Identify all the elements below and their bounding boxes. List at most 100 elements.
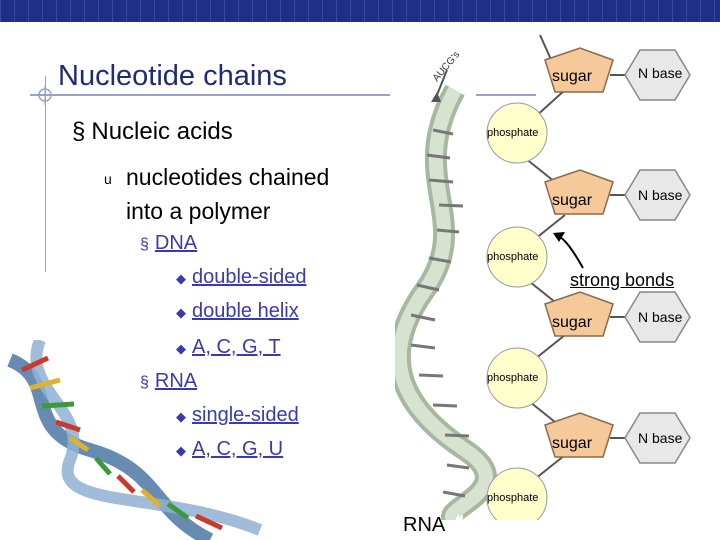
banner-grid-cell	[700, 0, 714, 22]
banner-grid-cell	[84, 0, 98, 22]
banner-grid-cell	[420, 0, 434, 22]
banner-grid-cell	[238, 0, 252, 22]
banner-grid-cell	[224, 0, 238, 22]
banner-grid-cell	[280, 0, 294, 22]
strand-tag-label: AUCG's	[431, 49, 462, 84]
bullet-text-line1: nucleotides chained	[126, 164, 330, 190]
rna-strand-diagram: AUCG's	[395, 34, 691, 520]
bullet-nucleic-acids: §Nucleic acids	[72, 118, 233, 146]
banner-grid-cell	[602, 0, 616, 22]
phosphate-label: phosphate	[487, 372, 539, 384]
nbase-label: N base	[638, 309, 683, 325]
left-guide-line	[45, 76, 46, 272]
banner-grid-cell	[588, 0, 602, 22]
diamond-bullet-icon: ◆	[176, 341, 186, 356]
rna-item-1: ◆ single-sided	[176, 404, 299, 427]
nbase-label: N base	[638, 430, 683, 446]
diamond-bullet-icon: ◆	[176, 305, 186, 320]
dna-item-3: ◆ A, C, G, T	[176, 336, 281, 359]
banner-grid-cell	[140, 0, 154, 22]
banner-grid-cell	[686, 0, 700, 22]
crosshair-icon	[35, 85, 55, 105]
banner-grid-cell	[196, 0, 210, 22]
banner-grid-cell	[462, 0, 476, 22]
banner-grid-cell	[28, 0, 42, 22]
dna-label: DNA	[154, 232, 198, 254]
banner-grid-cell	[308, 0, 322, 22]
bullet-nucleotides: u nucleotides chained into a polymer	[104, 160, 329, 228]
dna-item-text: A, C, G, T	[192, 336, 281, 358]
rna-label: RNA	[403, 514, 446, 536]
banner-grid-cell	[406, 0, 420, 22]
banner-grid-cell	[126, 0, 140, 22]
bullet-text-line2: into a polymer	[126, 198, 271, 224]
banner-grid-cell	[644, 0, 658, 22]
diamond-bullet-icon: ◆	[176, 271, 186, 286]
banner-grid-cell	[364, 0, 378, 22]
banner-grid-cell	[70, 0, 84, 22]
rna-bullet-label: RNA	[154, 370, 198, 392]
banner-grid-cell	[112, 0, 126, 22]
banner-grid-cell	[182, 0, 196, 22]
banner-grid-cell	[210, 0, 224, 22]
banner-grid-cell	[504, 0, 518, 22]
banner-grid-cell	[574, 0, 588, 22]
nbase-label: N base	[638, 65, 683, 81]
diamond-bullet-icon: ◆	[176, 409, 186, 424]
dna-item-text: double helix	[192, 300, 299, 322]
title-underline	[30, 94, 390, 96]
banner-grid-cell	[294, 0, 308, 22]
banner-grid-cell	[378, 0, 392, 22]
banner-grid-cell	[714, 0, 720, 22]
banner-grid-cell	[98, 0, 112, 22]
banner-grid-cell	[252, 0, 266, 22]
banner-grid-cell	[392, 0, 406, 22]
phosphate-label: phosphate	[487, 127, 539, 139]
sugar-label: sugar	[552, 314, 593, 331]
dna-item-text: double-sided	[192, 266, 307, 288]
square-bullet-icon: §	[72, 118, 86, 145]
sugar-label: sugar	[552, 192, 593, 209]
dna-item-2: ◆ double helix	[176, 300, 299, 323]
banner-grid-cell	[672, 0, 686, 22]
diamond-bullet-icon: ◆	[176, 443, 186, 458]
sugar-label: sugar	[552, 435, 593, 452]
strong-bonds-label: strong bonds	[570, 270, 675, 290]
banner-grid-cell	[476, 0, 490, 22]
rna-item-text: A, C, G, U	[192, 438, 284, 460]
title-rule-right	[476, 94, 536, 96]
top-banner	[0, 0, 720, 22]
banner-grid-cell	[616, 0, 630, 22]
banner-grid-cell	[532, 0, 546, 22]
banner-grid-cell	[448, 0, 462, 22]
bullet-text: Nucleic acids	[91, 118, 233, 145]
banner-grid-cell	[42, 0, 56, 22]
nbase-label: N base	[638, 187, 683, 203]
banner-grid-cell	[168, 0, 182, 22]
banner-grid-cell	[350, 0, 364, 22]
banner-grid-cell	[14, 0, 28, 22]
dna-helix-image	[7, 340, 263, 540]
sugar-label: sugar	[552, 68, 593, 85]
banner-grid-cell	[56, 0, 70, 22]
phosphate-label: phosphate	[487, 251, 539, 263]
banner-grid-cell	[154, 0, 168, 22]
banner-grid-cell	[518, 0, 532, 22]
rna-item-text: single-sided	[192, 404, 299, 426]
phosphate-label: phosphate	[487, 492, 539, 504]
bullet-rna: §RNA	[140, 370, 197, 393]
banner-grid-cell	[434, 0, 448, 22]
bullet-dna: § DNA	[140, 232, 197, 255]
square-bullet-icon: §	[140, 236, 149, 253]
banner-grid-cell	[658, 0, 672, 22]
diamond-bullet-icon: u	[104, 171, 112, 187]
rna-item-2: ◆ A, C, G, U	[176, 438, 283, 461]
banner-grid-cell	[560, 0, 574, 22]
banner-grid-cell	[490, 0, 504, 22]
banner-grid-cell	[0, 0, 14, 22]
banner-grid-cell	[546, 0, 560, 22]
banner-grid-cell	[630, 0, 644, 22]
dna-item-1: ◆ double-sided	[176, 266, 307, 289]
banner-grid-cell	[266, 0, 280, 22]
banner-grid-cell	[322, 0, 336, 22]
